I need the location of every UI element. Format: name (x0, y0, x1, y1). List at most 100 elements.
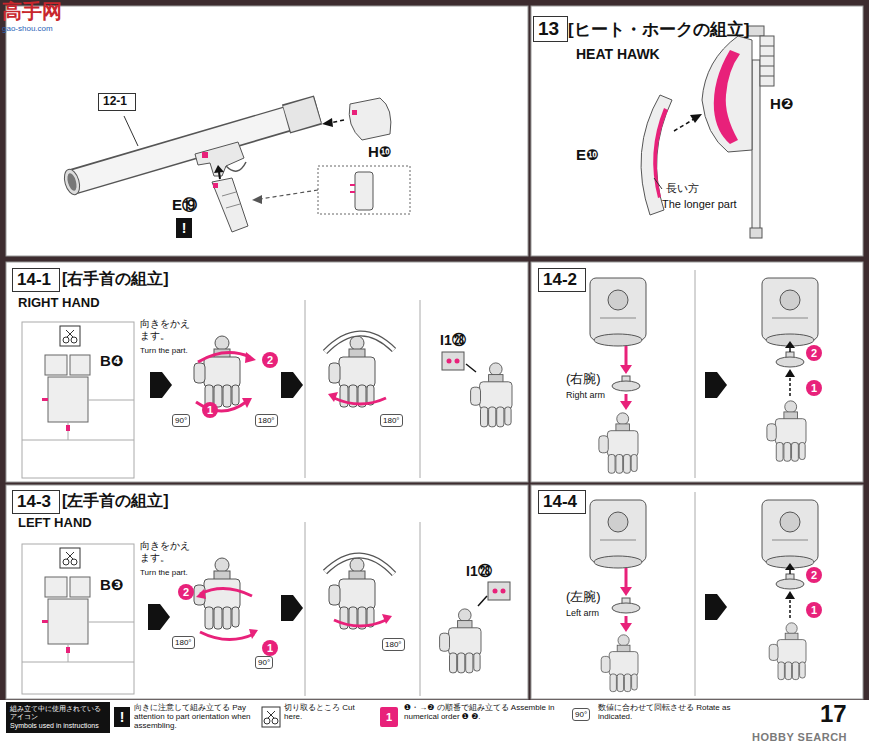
part-label: H❷ (770, 95, 794, 112)
legend-bar (0, 700, 869, 745)
step-order-number: 1 (262, 640, 278, 656)
cutter-glyph (66, 552, 73, 559)
step-number-box: 14-4 (538, 490, 586, 514)
pink-mark (352, 110, 357, 115)
arrow-head (328, 392, 338, 402)
legend-entry: 切り取るところ Cut here. (284, 703, 374, 721)
part-label: E❿ (576, 146, 599, 163)
blade-part (641, 95, 672, 215)
step-order-number: 2 (178, 584, 194, 600)
watermark: HOBBY SEARCH (752, 731, 847, 744)
bazooka-tube (73, 110, 317, 182)
label-text: Turn the part. (140, 568, 188, 577)
rotate-arrow (200, 588, 252, 596)
cut-mark (42, 620, 48, 623)
pink-mark (202, 152, 208, 158)
step-order-number: 2 (262, 352, 278, 368)
hawk-shaft (752, 60, 760, 230)
legend-entry: ❶・→❷ の順番で組み立てる Assemble in numerical ord… (404, 703, 569, 721)
hand-figure (329, 336, 375, 407)
node-text: 12-1 (103, 95, 127, 109)
node-text: 13 (538, 18, 559, 40)
node-text: 14-3 (17, 492, 51, 512)
sprue-part (45, 577, 67, 597)
order-icon: 1 (380, 707, 398, 727)
divider (420, 522, 421, 696)
step-order-number: 2 (806, 567, 822, 583)
legend-text: 切り取るところ Cut here. (284, 703, 355, 721)
node-text: 14-4 (543, 492, 577, 512)
node-text: 14-1 (17, 270, 51, 290)
sprue-part (48, 599, 88, 644)
step-arrow (150, 372, 172, 398)
part-label: [右手首の組立] (62, 270, 169, 288)
cut-mark (42, 398, 48, 401)
arrow-head (245, 352, 256, 363)
leader-line (124, 116, 138, 146)
part-label: [ヒート・ホークの組立] (568, 20, 749, 40)
sprue-gate (88, 622, 134, 623)
rotation-icon: 180° (380, 414, 403, 427)
rack-tooth (760, 46, 774, 47)
arrow-head (382, 614, 392, 624)
trigger-guard (226, 162, 246, 171)
label-text: 長い方 (666, 182, 699, 195)
assembly-arrow (478, 596, 487, 606)
step-number-box: 14-3 (12, 490, 60, 514)
rotate-arrow (198, 353, 250, 362)
pink-mark (350, 191, 355, 193)
rotate-arrow (325, 555, 394, 574)
dashed-arrow (789, 376, 791, 396)
hand-figure (601, 635, 638, 692)
divider (420, 300, 421, 478)
label-text: The longer part (662, 198, 737, 211)
arm-figure (762, 278, 818, 346)
divider (695, 270, 696, 478)
hand-cover-part (488, 582, 510, 600)
rotation-icon: 180° (255, 414, 278, 427)
step-order-number: 1 (806, 380, 822, 396)
step-arrow (281, 372, 303, 398)
hand-cover-part (442, 352, 464, 370)
assembly-arrow (625, 394, 628, 402)
sprue-part (45, 355, 67, 375)
step-arrow (148, 604, 170, 630)
step-order-number: 2 (806, 345, 822, 361)
pink-mark (501, 589, 506, 594)
arm-figure (762, 500, 818, 568)
arrow-head (785, 341, 795, 348)
wrist-peg (612, 598, 640, 613)
rotate-arrow (325, 333, 394, 352)
panel (6, 6, 528, 256)
assembly-arrow (466, 364, 476, 372)
hand-figure (471, 363, 512, 427)
node-text: Symbols used in instructions (10, 722, 106, 730)
cutter-glyph (63, 337, 69, 343)
cutter-glyph (268, 711, 275, 718)
hawk-rack (760, 36, 774, 86)
cutter-icon (60, 548, 80, 568)
part-label: LEFT HAND (18, 516, 92, 531)
cutter-glyph (267, 711, 274, 718)
panel (531, 6, 863, 256)
node-text: 組み立て中に使用されているアイコン (10, 705, 106, 722)
sprue-runner (22, 662, 134, 663)
legend-entry: 向きに注意して組み立てる Pay attention to part orien… (134, 703, 256, 731)
hand-figure (767, 401, 806, 461)
divider (305, 522, 306, 696)
part-label: E⑲ (172, 196, 197, 213)
bazooka-tube (72, 110, 318, 182)
pink-mark (447, 359, 452, 364)
hand-figure (194, 558, 240, 629)
panel (6, 262, 528, 482)
rotate-arrow (200, 632, 254, 640)
step-order-number: 1 (202, 402, 218, 418)
node-text: 14-2 (543, 270, 577, 290)
hand-figure (440, 609, 481, 673)
step-number-box: 14-1 (12, 268, 60, 292)
arrow-head (785, 563, 795, 570)
muzzle (62, 168, 83, 197)
panel (6, 485, 528, 699)
cutter-glyph (63, 559, 69, 565)
